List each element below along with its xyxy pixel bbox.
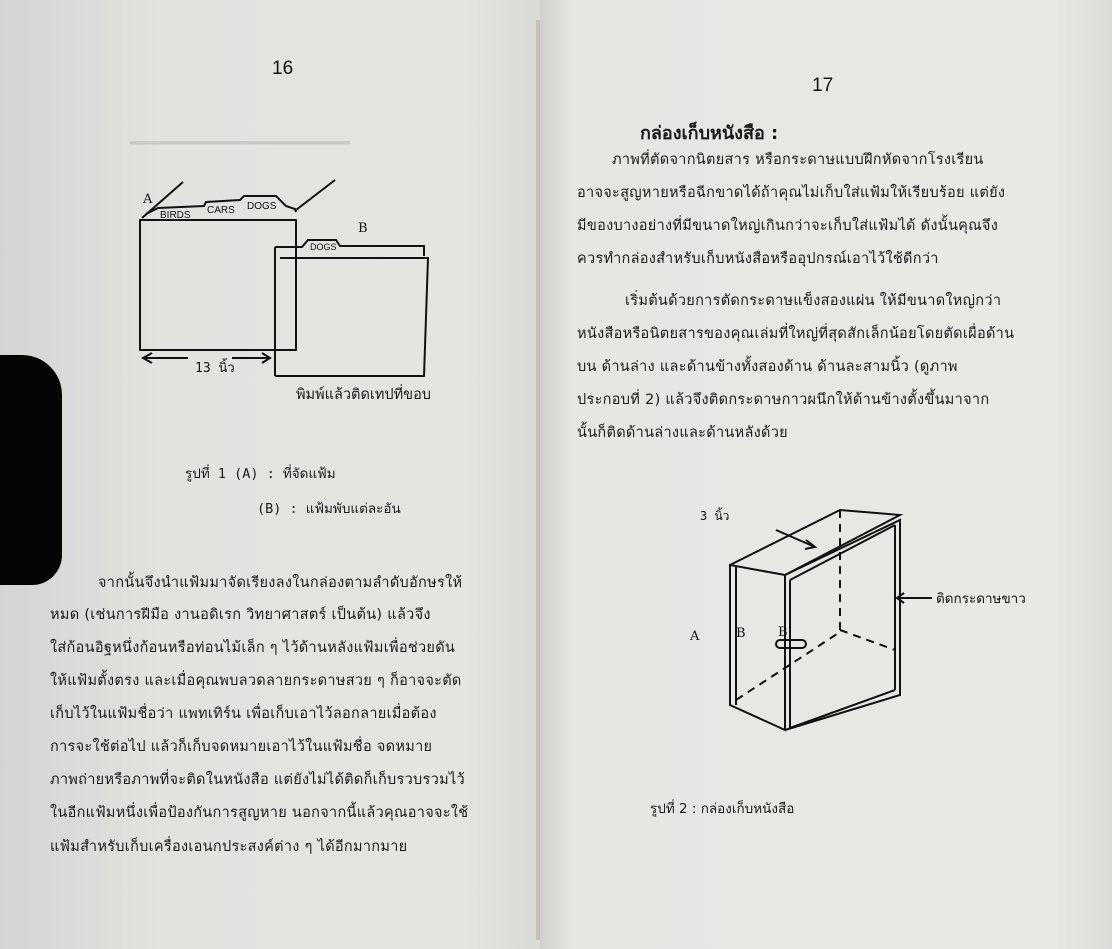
text-line: หมด (เช่นการฝีมือ งานอดิเรก วิทยาศาสตร์ … <box>50 607 431 623</box>
text-line: อาจจะสูญหายหรือฉีกขาดได้ถ้าคุณไม่เก็บใส่… <box>577 185 1006 201</box>
text-line: ภาพที่ตัดจากนิตยสาร หรือกระดาษแบบฝึกหัดจ… <box>612 152 984 168</box>
label-b: B <box>358 221 368 236</box>
label-b-left: B <box>736 626 746 641</box>
page-number: 17 <box>812 75 834 96</box>
text-line: แฟ้มสำหรับเก็บเครื่องเอนกประสงค์ต่าง ๆ ไ… <box>50 839 408 855</box>
text-line: การจะใช้ต่อไป แล้วก็เก็บจดหมายเอาไว้ในแฟ… <box>50 739 433 755</box>
white-paper-annotation: ติดกระดาษขาว <box>936 591 1026 607</box>
text-line: นั้นก็ติดด้านล่างและด้านหลังด้วย <box>577 425 788 441</box>
tab-b-dogs: DOGS <box>310 242 337 252</box>
text-line: จากนั้นจึงนำแฟ้มมาจัดเรียงลงในกล่องตามลำ… <box>98 575 463 591</box>
tab-birds: BIRDS <box>160 210 191 221</box>
text-line: บน ด้านล่าง และด้านข้างทั้งสองด้าน ด้านล… <box>577 359 958 375</box>
left-page: ▁▁▁▁▁▁▁▁▁▁▁▁▁ 16 A B BIRDS CARS DOGS DOG… <box>0 0 540 949</box>
dimension-label: 3 นิ้ว <box>700 507 729 523</box>
figure-1-caption-b: (B) : แฟ้มพับแต่ละอัน <box>257 501 401 517</box>
figure-2-book-box: 3 นิ้ว A B B ติดกระดาษขาว <box>689 507 1026 732</box>
tab-cars: CARS <box>207 205 235 216</box>
page-number: 16 <box>272 58 294 79</box>
thumb-shadow <box>0 355 62 585</box>
text-line: ให้แฟ้มตั้งตรง และเมื่อคุณพบลวดลายกระดาษ… <box>50 673 462 689</box>
figure-2-caption: รูปที่ 2 : กล่องเก็บหนังสือ <box>650 801 795 817</box>
figure-1-file-folders: A B BIRDS CARS DOGS DOGS 13 นิ้ว <box>139 179 430 377</box>
right-page: 17 กล่องเก็บหนังสือ : ภาพที่ตัดจากนิตยสา… <box>540 0 1112 949</box>
text-line: ภาพถ่ายหรือภาพที่จะติดในหนังสือ แต่ยังไม… <box>50 772 465 788</box>
tab-dogs: DOGS <box>247 201 277 212</box>
text-line: ประกอบที่ 2) แล้วจึงติดกระดาษกาวผนึกให้ด… <box>577 392 990 408</box>
text-line: ใส่ก้อนอิฐหนึ่งก้อนหรือท่อนไม้เล็ก ๆ ไว้… <box>50 640 456 656</box>
label-a: A <box>142 192 153 207</box>
text-line: หนังสือหรือนิตยสารของคุณเล่มที่ใหญ่ที่สุ… <box>577 326 1015 342</box>
section-heading: กล่องเก็บหนังสือ : <box>640 123 779 144</box>
bleed-through-text: ▁▁▁▁▁▁▁▁▁▁▁▁▁ <box>130 120 350 145</box>
text-line: ในอีกแฟ้มหนึ่งเพื่อป้องกันการสูญหาย นอกจ… <box>50 805 469 821</box>
text-line: มีของบางอย่างที่มีขนาดใหญ่เกินกว่าจะเก็บ… <box>577 218 999 234</box>
dimension-label: 13 นิ้ว <box>195 358 235 376</box>
text-line: เริ่มต้นด้วยการตัดกระดาษแข็งสองแผ่น ให้ม… <box>625 293 1002 309</box>
label-b-right: B <box>778 625 788 640</box>
text-line: เก็บไว้ในแฟ้มชื่อว่า แพทเทิร์น เพื่อเก็บ… <box>50 706 437 722</box>
figure-b-note: พิมพ์แล้วติดเทปที่ขอบ <box>296 387 431 403</box>
figure-1-caption-a: รูปที่ 1 (A) : ที่จัดแฟ้ม <box>185 466 336 482</box>
text-line: ควรทำกล่องสำหรับเก็บหนังสือหรืออุปกรณ์เอ… <box>577 251 939 267</box>
label-a: A <box>689 629 700 644</box>
book-gutter <box>536 20 540 940</box>
